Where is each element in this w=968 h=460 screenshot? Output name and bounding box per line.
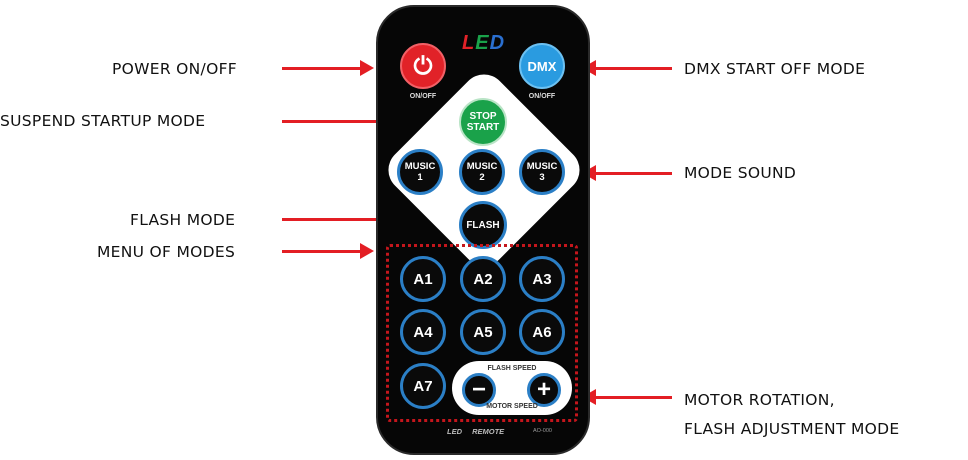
- a3-button[interactable]: A3: [519, 256, 565, 302]
- dmx-button[interactable]: DMX: [519, 43, 565, 89]
- brand-text: LED REMOTE: [447, 427, 505, 436]
- model-text: AO-000: [533, 428, 552, 434]
- power-button[interactable]: ⏻: [400, 43, 446, 89]
- led-logo: LED: [462, 32, 506, 54]
- flash-button[interactable]: FLASH: [459, 201, 507, 249]
- label-mode-sound: MODE SOUND: [684, 164, 797, 182]
- a5-button[interactable]: A5: [460, 309, 506, 355]
- power-icon: ⏻: [413, 52, 433, 80]
- dmx-caption: ON/OFF: [528, 93, 556, 100]
- a1-button[interactable]: A1: [400, 256, 446, 302]
- label-menu: MENU OF MODES: [97, 243, 236, 261]
- flash-speed-caption: FLASH SPEED: [487, 365, 537, 372]
- plus-icon: +: [536, 376, 551, 403]
- arrow-dmx: [582, 60, 672, 76]
- label-dmx: DMX START OFF MODE: [684, 60, 866, 78]
- label-motor-line2: FLASH ADJUSTMENT MODE: [684, 420, 900, 438]
- label-flash-mode: FLASH MODE: [130, 211, 236, 229]
- mode-menu-outline: [386, 244, 578, 422]
- a2-button[interactable]: A2: [460, 256, 506, 302]
- arrow-power: [282, 60, 374, 76]
- minus-icon: −: [471, 376, 486, 403]
- arrow-motor: [582, 389, 672, 405]
- label-power: POWER ON/OFF: [112, 60, 238, 78]
- label-motor-line1: MOTOR ROTATION,: [684, 391, 835, 409]
- motor-speed-caption: MOTOR SPEED: [486, 403, 538, 410]
- arrow-mode-sound: [582, 165, 672, 181]
- label-suspend: SUSPEND STARTUP MODE: [0, 112, 206, 130]
- minus-button[interactable]: −: [462, 373, 496, 407]
- a6-button[interactable]: A6: [519, 309, 565, 355]
- a4-button[interactable]: A4: [400, 309, 446, 355]
- power-caption: ON/OFF: [409, 93, 437, 100]
- a7-button[interactable]: A7: [400, 363, 446, 409]
- plus-button[interactable]: +: [527, 373, 561, 407]
- arrow-menu: [282, 243, 374, 259]
